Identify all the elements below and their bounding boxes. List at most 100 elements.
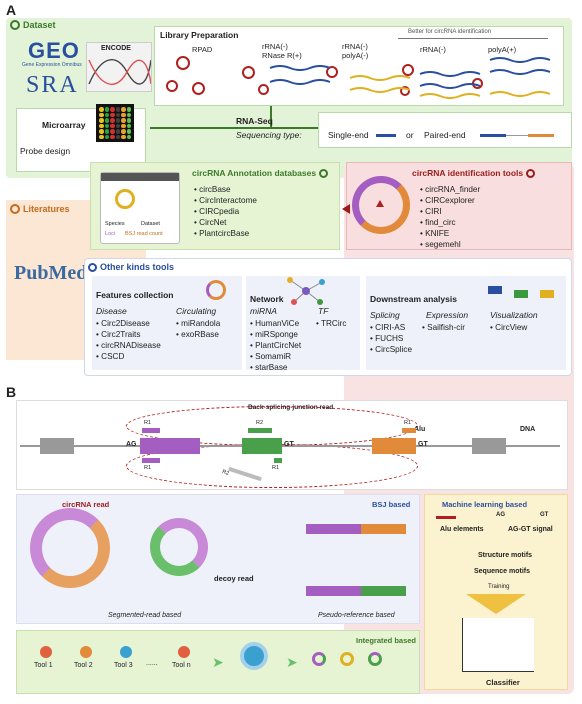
card-ring-icon (115, 189, 135, 209)
connector-line (150, 127, 318, 129)
circrna-circle (242, 66, 255, 79)
card-label-dataset: Dataset (141, 221, 160, 227)
single-end-label: Single-end (328, 130, 369, 140)
pseudo-ref-bar-1 (306, 524, 406, 534)
training-funnel-icon (466, 594, 526, 614)
segmented-label: Segmented-read based (108, 612, 182, 619)
arrow-right-icon: ➤ (286, 654, 298, 670)
circulating-label: Circulating (176, 306, 217, 316)
arrow-right-icon: ➤ (212, 654, 224, 670)
bsj-marker-icon (376, 200, 384, 207)
sequence-motifs-label: Sequence motifs (474, 568, 531, 575)
alu-elements-label: Alu elements (440, 526, 484, 533)
list-item: circBase (194, 184, 257, 195)
card-header (101, 173, 179, 181)
tool-1-label: Tool 1 (34, 662, 53, 669)
chip-cell (121, 134, 126, 139)
list-item: CircInteractome (194, 195, 257, 206)
identification-tag-icon (526, 168, 536, 178)
chip-cell (110, 118, 115, 123)
chip-cell (104, 112, 109, 117)
exon-grey-left (40, 438, 74, 454)
literatures-tag-icon (10, 204, 20, 214)
chip-cell (126, 134, 131, 139)
geo-logo: GEO (28, 38, 80, 63)
segmented-circrna-ring (30, 508, 110, 588)
chip-cell (121, 118, 126, 123)
identification-title: circRNA identification tools (412, 168, 536, 178)
chip-cell (126, 129, 131, 134)
bsj-based-label: BSJ based (372, 500, 411, 509)
list-item: exoRBase (176, 329, 220, 340)
chip-cell (99, 123, 104, 128)
dataset-tag-label: Dataset (23, 20, 56, 30)
circrna-circle (326, 66, 338, 78)
exon-purple (140, 438, 200, 454)
decoy-read-label: decoy read (214, 574, 254, 583)
chip-cell (110, 134, 115, 139)
splicing-list: CIRI-AS FUCHS CircSplice (370, 322, 412, 355)
gear-icon (80, 646, 92, 658)
paired-end-bar-gap (506, 135, 528, 136)
dataset-tag-icon (10, 20, 20, 30)
exon-grey-right (472, 438, 506, 454)
chip-cell (110, 123, 115, 128)
gear-icon (120, 646, 132, 658)
decoy-circrna-ring (150, 518, 208, 576)
features-ring-icon (206, 280, 226, 300)
list-item: CSCD (96, 351, 161, 362)
exon-orange (372, 438, 416, 454)
chip-cell (104, 118, 109, 123)
disease-list: Circ2Disease Circ2Traits circRNADisease … (96, 318, 161, 362)
chip-cell (126, 112, 131, 117)
list-item: Circ2Traits (96, 329, 161, 340)
encode-logo-label: ENCODE (101, 45, 131, 52)
tool-2-label: Tool 2 (74, 662, 93, 669)
library-method-rpad: RPAD (192, 45, 213, 54)
annotation-tag-icon (319, 168, 329, 178)
list-item: miRSponge (250, 329, 301, 340)
circrna-read-label: circRNA read (62, 500, 110, 509)
chip-cell (115, 112, 120, 117)
seq-type-label: Sequencing type: (236, 130, 302, 140)
mirna-list: HumanViCe miRSponge PlantCircNet SomamiR… (250, 318, 301, 373)
panel-a-letter: A (6, 2, 17, 18)
integrated-title: Integrated based (356, 636, 417, 645)
structure-motifs-label: Structure motifs (478, 552, 533, 559)
list-item: Circ2Disease (96, 318, 161, 329)
chip-cell (121, 112, 126, 117)
chip-cell (115, 123, 120, 128)
ag-gt-signal-label: AG-GT signal (508, 526, 553, 533)
circrna-circle (400, 86, 410, 96)
downstream-title: Downstream analysis (370, 294, 457, 304)
dna-label: DNA (520, 426, 536, 433)
dna-helix-icon (88, 59, 151, 85)
circrna-circle (166, 80, 178, 92)
gt-label: GT (284, 441, 294, 448)
chip-cell (115, 129, 120, 134)
pseudo-label: Pseudo-reference based (318, 612, 395, 619)
microarray-chip-icon (96, 104, 134, 142)
sra-logo: SRA (26, 72, 79, 98)
expression-list: Sailfish-cir (422, 322, 465, 333)
other-tools-tag-icon (88, 262, 97, 272)
linear-rna-lines (269, 57, 551, 99)
annotation-title-label: circRNA Annotation databases (192, 168, 317, 178)
read-r2 (248, 428, 272, 433)
chip-cell (121, 107, 126, 112)
annotation-title: circRNA Annotation databases (192, 168, 329, 178)
card-label-bsj: BSJ read count (125, 231, 163, 237)
tf-list: TRCirc (316, 318, 346, 329)
gear-icon (40, 646, 52, 658)
result-ring-icon (340, 652, 354, 666)
list-item: PlantcircBase (194, 228, 257, 239)
list-item: CIRI-AS (370, 322, 412, 333)
dataset-tag: Dataset (10, 20, 56, 30)
card-label-loci: Loci (105, 231, 116, 237)
list-item: CircView (490, 322, 527, 333)
chip-cell (104, 123, 109, 128)
rnaseq-title: RNA-Seq (236, 116, 273, 126)
chip-cell (99, 107, 104, 112)
list-item: miRandola (176, 318, 220, 329)
list-item: circRNADisease (96, 340, 161, 351)
